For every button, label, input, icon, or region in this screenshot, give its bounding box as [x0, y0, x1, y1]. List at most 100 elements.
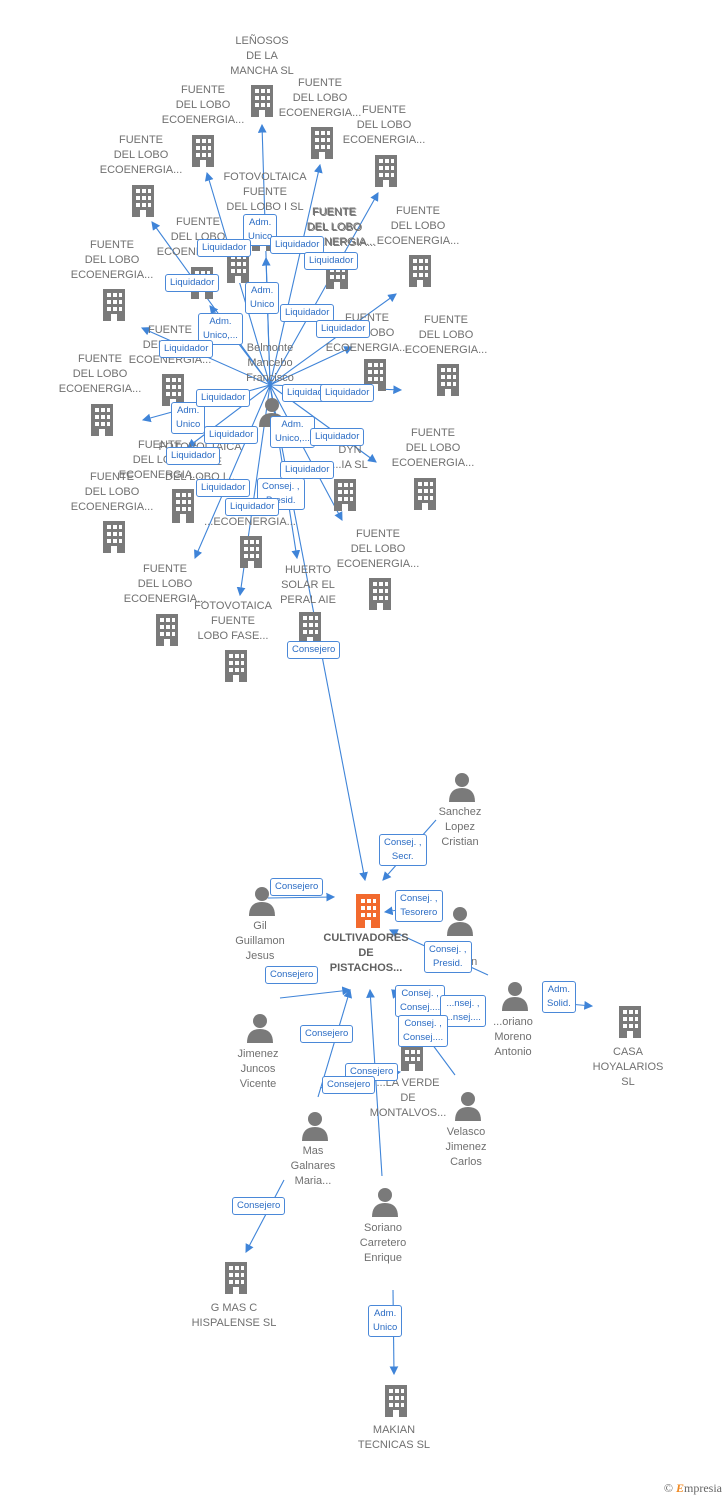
nodes-layer — [91, 85, 641, 1417]
relation-label[interactable]: Liquidador — [310, 428, 365, 446]
relation-label[interactable]: Consejero — [270, 878, 324, 896]
company-c9-label[interactable]: FUENTE DEL LOBO ECOENERGIA... — [376, 205, 460, 247]
company-c4-label[interactable]: FUENTE DEL LOBO ECOENERGIA... — [342, 104, 426, 146]
company-c5-label[interactable]: FUENTE DEL LOBO ECOENERGIA... — [99, 134, 183, 176]
relation-label[interactable]: Liquidador — [280, 304, 335, 322]
company-c27-label[interactable]: ...LA VERDE DE MONTALVOS... — [369, 1077, 447, 1119]
company-c21-label[interactable]: ...ECOENERGIA... — [204, 516, 296, 528]
relation-label[interactable]: Consejero — [232, 1197, 286, 1215]
company-c5-icon[interactable] — [132, 185, 154, 217]
edge-line — [261, 256, 271, 386]
company-c2-label[interactable]: FUENTE DEL LOBO ECOENERGIA... — [161, 84, 245, 126]
company-c3-label[interactable]: FUENTE DEL LOBO ECOENERGIA... — [278, 77, 362, 119]
company-c1-label[interactable]: LEÑOSOS DE LA MANCHA SL — [230, 35, 294, 77]
person-p1-label[interactable]: Belmonte Mancebo Francisco — [246, 342, 294, 384]
relation-label[interactable]: Liquidador — [197, 239, 252, 257]
company-c29-label[interactable]: MAKIAN TECNICAS SL — [357, 1424, 431, 1451]
person-p2-label[interactable]: Sanchez Lopez Cristian — [438, 806, 482, 848]
company-c6-label[interactable]: FOTOVOLTAICA FUENTE DEL LOBO I SL — [223, 171, 307, 213]
person-p5-icon[interactable] — [502, 982, 528, 1011]
company-c26-label[interactable]: CASA HOYALARIOS SL — [592, 1046, 664, 1088]
edge-line — [269, 293, 397, 386]
relation-label[interactable]: Liquidador — [204, 426, 259, 444]
company-c28-label[interactable]: G MAS C HISPALENSE SL — [191, 1302, 277, 1329]
relation-label[interactable]: Liquidador — [196, 389, 251, 407]
relation-label[interactable]: Consejero — [300, 1025, 354, 1043]
company-c26-icon[interactable] — [619, 1006, 641, 1038]
person-p6-label[interactable]: Jimenez Juncos Vicente — [237, 1048, 279, 1090]
relation-label[interactable]: Liquidador — [166, 447, 221, 465]
relation-label[interactable]: Adm. Unico — [245, 282, 280, 314]
company-c18-icon[interactable] — [414, 478, 436, 510]
company-c24-label[interactable]: HUERTO SOLAR EL PERAL AIE — [280, 564, 336, 606]
relation-label[interactable]: Consejero — [265, 966, 319, 984]
person-p4-icon[interactable] — [447, 907, 473, 936]
company-c13-label[interactable]: FUENTE DEL LOBO ECOENERGIA... — [404, 314, 488, 356]
relation-label[interactable]: Liquidador — [196, 479, 251, 497]
relation-label[interactable]: Liquidador — [280, 461, 335, 479]
company-c19-icon[interactable] — [103, 521, 125, 553]
edge-line — [269, 163, 323, 386]
edge-line — [267, 892, 336, 902]
company-c14-icon[interactable] — [91, 404, 113, 436]
relation-label[interactable]: Liquidador — [304, 252, 359, 270]
company-c10-label[interactable]: FUENTE DEL LOBO ECOENERGIA... — [70, 239, 154, 281]
relation-label[interactable]: Consejero — [322, 1076, 376, 1094]
main-company-label[interactable]: CULTIVADORES DE PISTACHOS... — [323, 932, 409, 974]
company-c17-icon[interactable] — [334, 479, 356, 511]
company-c25-label[interactable]: FOTOVOTAICA FUENTE LOBO FASE... — [194, 600, 272, 642]
company-c19-label[interactable]: FUENTE DEL LOBO ECOENERGIA... — [70, 471, 154, 513]
relation-label[interactable]: Liquidador — [320, 384, 375, 402]
edge-line — [245, 1179, 285, 1253]
person-p2-icon[interactable] — [449, 773, 475, 802]
person-p9-icon[interactable] — [372, 1188, 398, 1217]
relation-label[interactable]: Adm. Unico — [171, 402, 206, 434]
edge-line — [151, 221, 271, 386]
relation-label[interactable]: Consej. , Consej.... — [395, 985, 446, 1017]
relation-label[interactable]: Adm. Unico,... — [270, 416, 315, 448]
relation-label[interactable]: Liquidador — [316, 320, 371, 338]
relation-label[interactable]: Liquidador — [225, 498, 280, 516]
company-c4-icon[interactable] — [375, 155, 397, 187]
relation-label[interactable]: Consej. , Tesorero — [395, 890, 443, 922]
person-p6-icon[interactable] — [247, 1014, 273, 1043]
edge-line — [269, 192, 379, 386]
company-c28-icon[interactable] — [225, 1262, 247, 1294]
edge-line — [187, 384, 271, 448]
person-p9-label[interactable]: Soriano Carretero Enrique — [359, 1222, 407, 1264]
copyright-symbol: © — [663, 1481, 673, 1495]
company-c20-icon[interactable] — [369, 578, 391, 610]
edge-line — [269, 346, 353, 386]
company-c22-label[interactable]: FUENTE DEL LOBO ECOENERGIA... — [123, 563, 207, 605]
company-c7-label[interactable]: FUENTE DEL LOBO ECOENERGIA... — [157, 216, 240, 258]
person-p7-label[interactable]: Velasco Jimenez Carlos — [445, 1126, 487, 1168]
relation-label[interactable]: Consej. , Consej.... — [398, 1015, 449, 1047]
company-c29-icon[interactable] — [385, 1385, 407, 1417]
relation-label[interactable]: Liquidador — [159, 340, 214, 358]
person-p8-label[interactable]: Mas Galnares Maria... — [290, 1145, 336, 1187]
relation-label[interactable]: Adm. Unico,... — [198, 313, 243, 345]
relation-label[interactable]: Liquidador — [270, 236, 325, 254]
relation-label[interactable]: Consejero — [287, 641, 341, 659]
relation-label[interactable]: Adm. Unico — [368, 1305, 403, 1337]
company-c14-label[interactable]: FUENTE DEL LOBO ECOENERGIA... — [58, 353, 142, 395]
person-p8-icon[interactable] — [302, 1112, 328, 1141]
company-c25-icon[interactable] — [225, 650, 247, 682]
company-c18-label[interactable]: FUENTE DEL LOBO ECOENERGIA... — [391, 427, 475, 469]
person-p5-label[interactable]: ...oriano Moreno Antonio — [493, 1016, 533, 1058]
relation-label[interactable]: Adm. Solid. — [542, 981, 576, 1013]
company-c20-label[interactable]: FUENTE DEL LOBO ECOENERGIA... — [336, 528, 420, 570]
edge-line — [366, 988, 383, 1177]
company-c17-label[interactable]: DYN ...IA SL — [332, 444, 368, 471]
relation-label[interactable]: Consej. , Secr. — [379, 834, 427, 866]
relation-label[interactable]: Consej. , Presid. — [424, 941, 472, 973]
company-c10-icon[interactable] — [103, 289, 125, 321]
person-p3-label[interactable]: Gil Guillamon Jesus — [235, 920, 285, 962]
company-c13-icon[interactable] — [437, 364, 459, 396]
main-company-icon[interactable] — [356, 894, 380, 928]
company-c9-icon[interactable] — [409, 255, 431, 287]
edge-line — [279, 986, 352, 999]
empresia-brand[interactable]: © Empresia — [664, 1481, 722, 1496]
company-c24-icon[interactable] — [299, 612, 321, 644]
relation-label[interactable]: Liquidador — [165, 274, 220, 292]
